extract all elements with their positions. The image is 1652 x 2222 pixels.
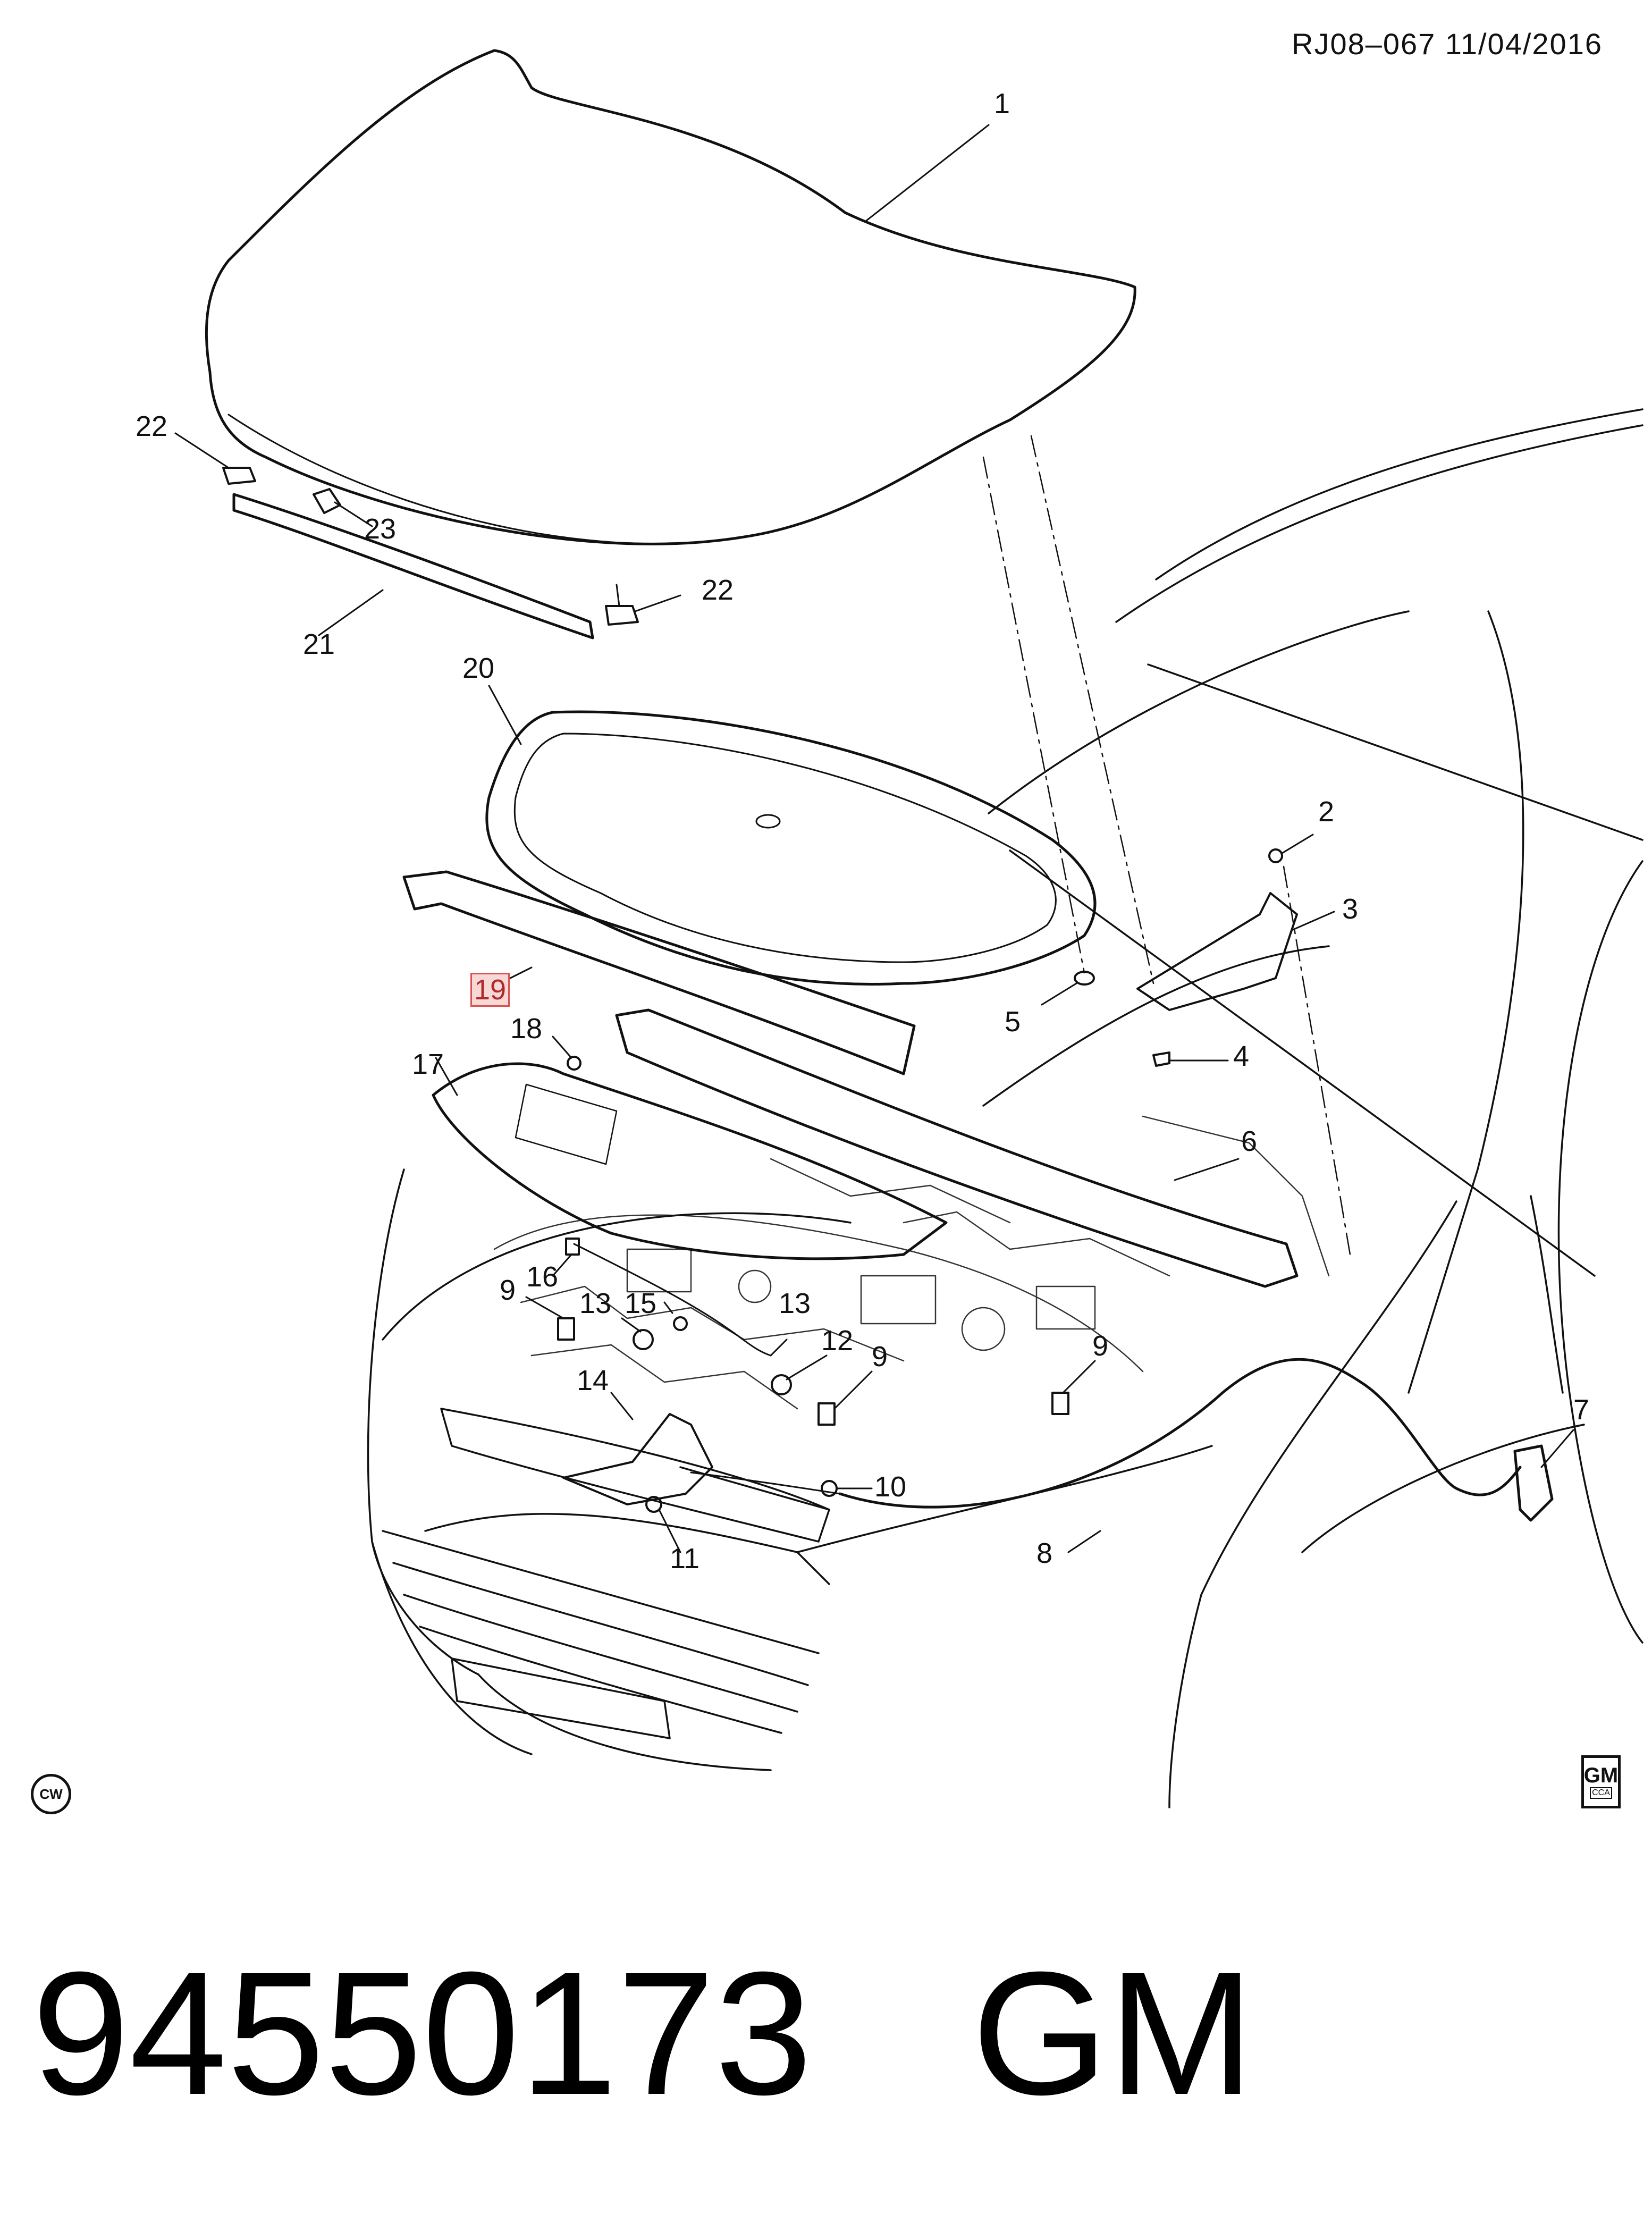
callout-9-center: 9 [872, 1341, 888, 1373]
callout-1: 1 [994, 88, 1010, 120]
part-number: 94550173 [32, 1935, 813, 2131]
hood-bumper-parts [174, 432, 681, 626]
hood-latch-and-fasteners [525, 1036, 1096, 1553]
callout-19-highlighted: 19 [470, 973, 510, 1007]
callout-12: 12 [821, 1325, 854, 1357]
hood-panel-part [205, 49, 1136, 545]
alignment-lines [982, 435, 1351, 1256]
callout-7: 7 [1573, 1394, 1590, 1426]
front-seal-strip-part [615, 1008, 1299, 1288]
callout-16: 16 [526, 1261, 559, 1293]
hood-hinge-parts [1041, 834, 1335, 1067]
callout-18: 18 [510, 1013, 543, 1045]
callout-3: 3 [1342, 893, 1359, 925]
hood-front-seal-part [232, 493, 594, 639]
cw-badge: CW [31, 1774, 71, 1814]
callout-15: 15 [625, 1287, 657, 1319]
callout-20: 20 [462, 652, 495, 684]
callout-13-left: 13 [579, 1287, 612, 1319]
callout-22-right: 22 [702, 574, 734, 606]
callout-4: 4 [1233, 1040, 1250, 1072]
callout-14: 14 [577, 1365, 609, 1396]
diagram-reference-date: RJ08–067 11/04/2016 [1292, 27, 1603, 61]
callout-23: 23 [364, 513, 397, 545]
front-grille-outline [382, 1408, 830, 1739]
callout-9-left: 9 [500, 1274, 516, 1306]
callout-11: 11 [670, 1543, 700, 1575]
gm-logo-badge: GM CCA [1581, 1755, 1621, 1808]
hood-release-cable-part [690, 1358, 1574, 1553]
callout-6: 6 [1241, 1125, 1258, 1157]
callout-22-left: 22 [136, 410, 168, 442]
gm-badge-letters: GM [1583, 1764, 1619, 1787]
hood-insulator-part [485, 685, 1097, 986]
vehicle-body-outline [367, 408, 1643, 1808]
callout-9-right: 9 [1092, 1330, 1109, 1362]
callout-5: 5 [1005, 1006, 1021, 1038]
callout-17: 17 [412, 1048, 444, 1080]
brand-name: GM [972, 1935, 1254, 2131]
callout-10: 10 [874, 1471, 907, 1503]
callout-13-right: 13 [779, 1287, 811, 1319]
callout-21: 21 [303, 628, 335, 660]
front-compartment-panel-part [432, 1057, 948, 1260]
engine-bay-detail [493, 1115, 1330, 1410]
callout-2: 2 [1318, 796, 1335, 828]
gm-badge-sub: CCA [1590, 1787, 1612, 1799]
callout-8: 8 [1036, 1537, 1053, 1569]
exploded-hood-diagram [174, 49, 1643, 1808]
